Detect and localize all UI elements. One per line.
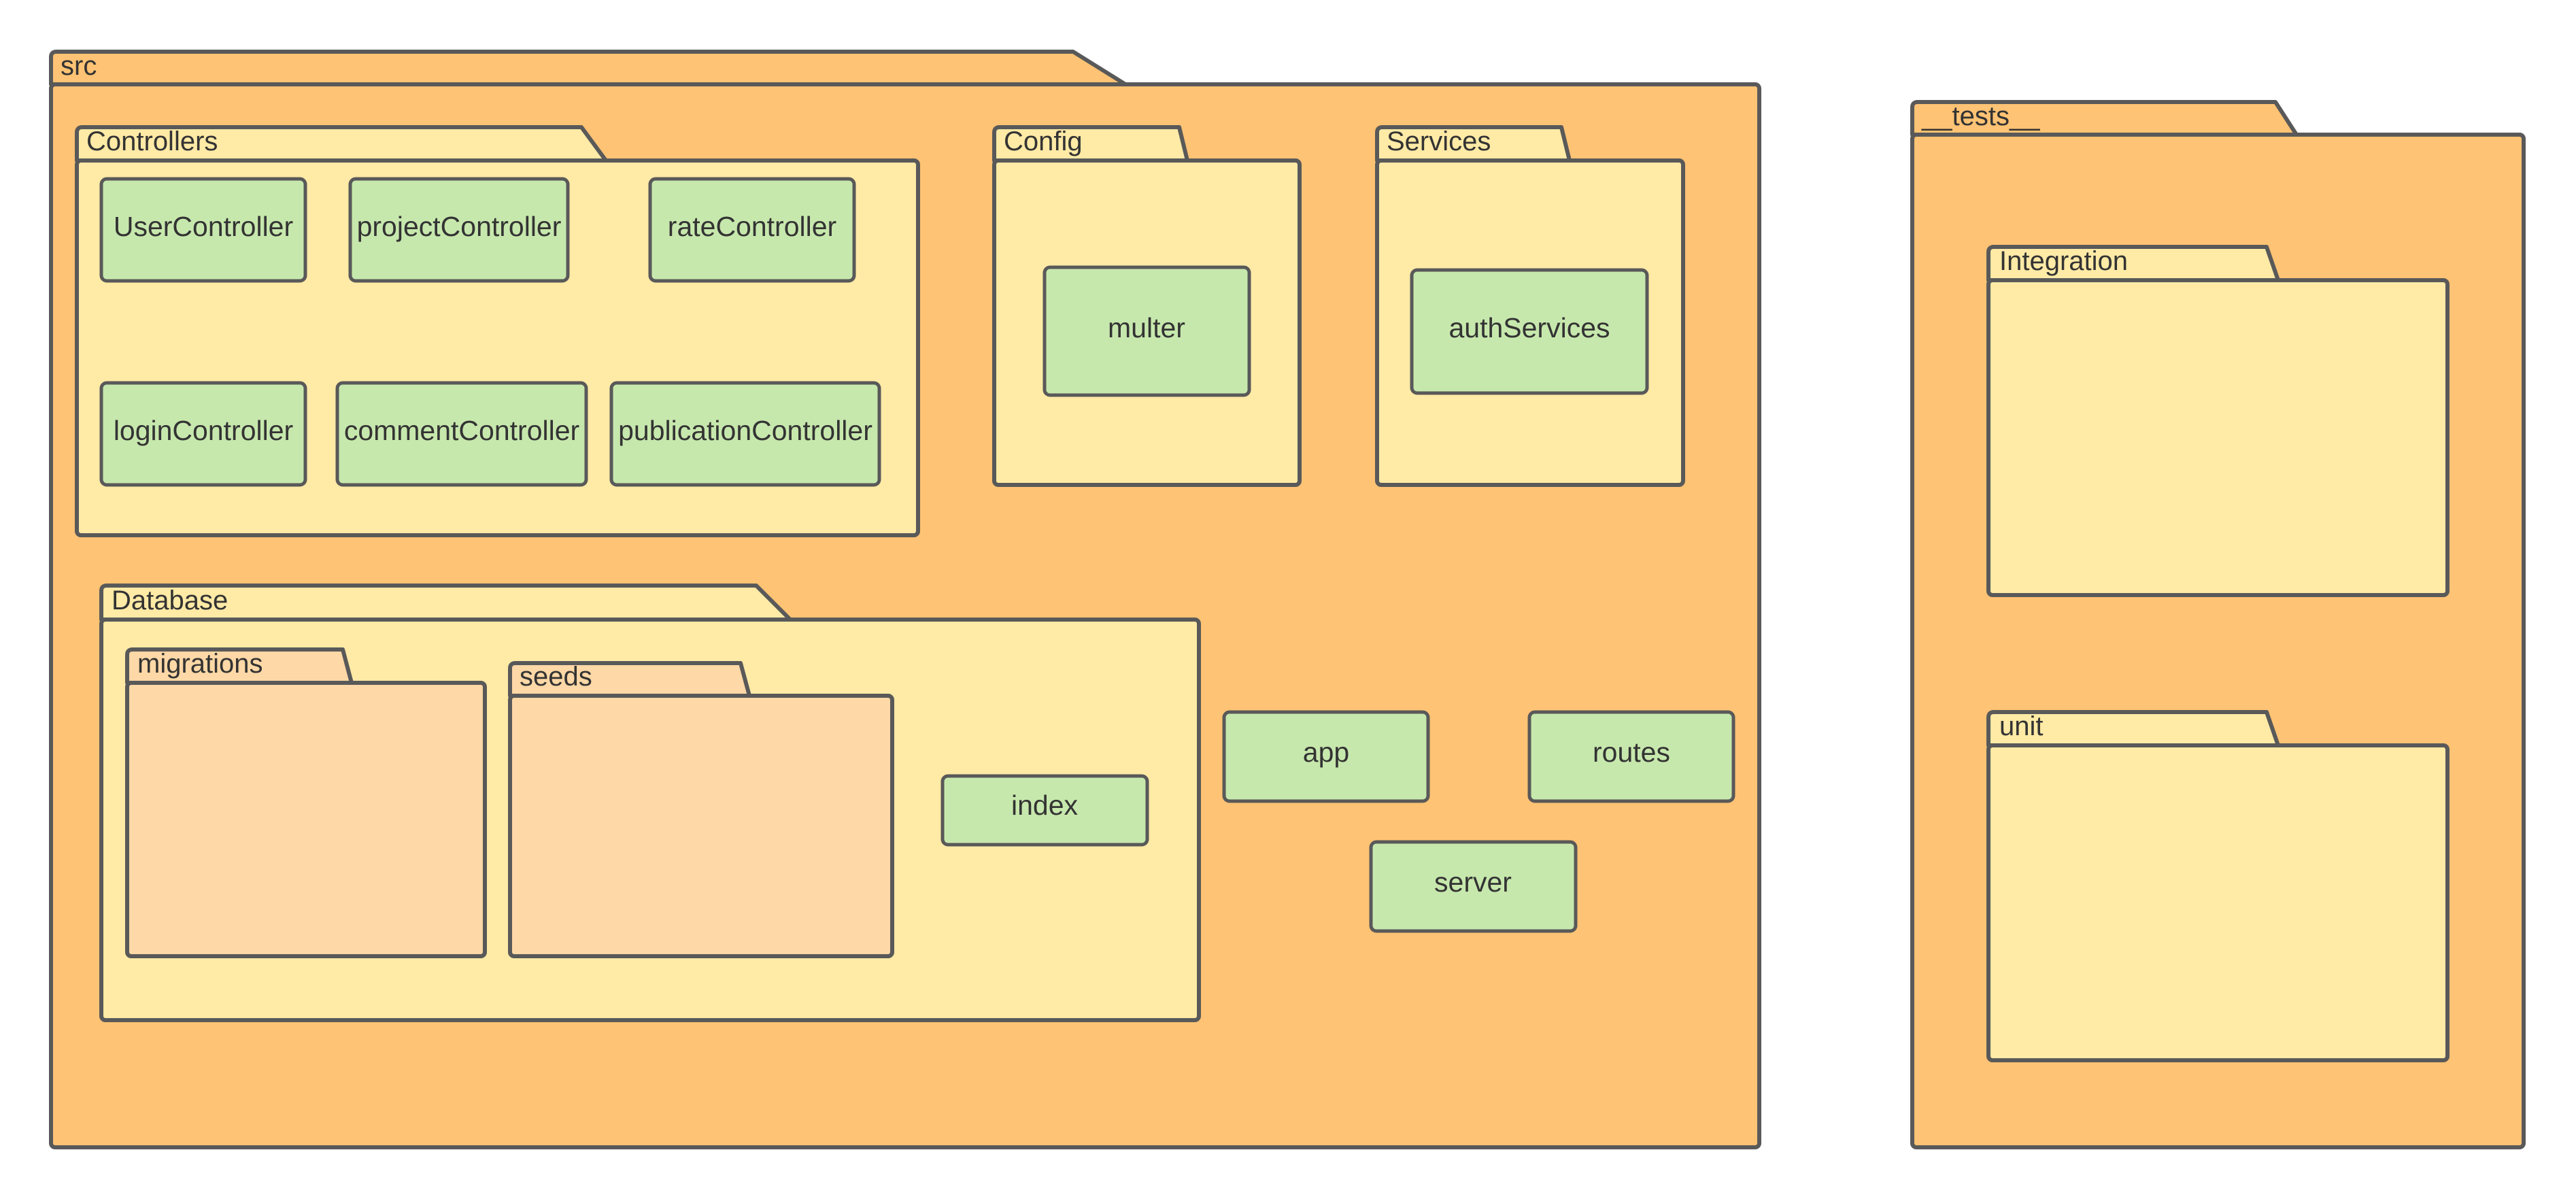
package-controllers-label: Controllers	[86, 126, 218, 156]
package-database-tab	[99, 584, 792, 622]
component-index: index	[940, 774, 1149, 847]
package-unit: unit	[1986, 710, 2450, 1062]
component-multer: multer	[1043, 265, 1251, 397]
component-comment-controller: commentController	[335, 381, 588, 487]
package-migrations: migrations	[125, 647, 487, 958]
package-controllers-tab	[75, 125, 608, 163]
package-services: Services authServices	[1375, 125, 1685, 487]
component-user-controller: UserController	[99, 177, 307, 283]
component-project-controller: projectController	[348, 177, 570, 283]
package-src-label: src	[61, 51, 97, 81]
package-seeds-label: seeds	[520, 662, 592, 692]
package-tests: __tests__ Integration unit	[1910, 100, 2526, 1149]
component-label: routes	[1593, 737, 1670, 768]
component-label: multer	[1108, 312, 1185, 343]
package-integration-tab	[1986, 245, 2280, 282]
component-auth-services: authServices	[1410, 268, 1649, 395]
component-label: UserController	[114, 211, 293, 242]
package-services-label: Services	[1387, 126, 1491, 156]
package-src-tab	[49, 50, 1128, 86]
component-label: publicationController	[618, 415, 872, 446]
package-seeds-tab	[508, 661, 751, 698]
package-tests-label: __tests__	[1921, 101, 2040, 131]
component-server: server	[1369, 840, 1578, 933]
package-integration-body	[1986, 278, 2450, 597]
package-migrations-label: migrations	[137, 649, 263, 679]
component-routes: routes	[1527, 710, 1735, 803]
package-database-label: Database	[112, 586, 228, 615]
component-label: index	[1011, 790, 1079, 821]
component-label: rateController	[668, 211, 836, 242]
component-app: app	[1222, 710, 1430, 803]
component-publication-controller: publicationController	[609, 381, 881, 487]
component-label: server	[1434, 866, 1512, 898]
package-integration-label: Integration	[1999, 246, 2128, 276]
component-label: commentController	[344, 415, 579, 446]
package-seeds: seeds	[508, 661, 894, 958]
package-config-tab	[992, 125, 1189, 163]
package-migrations-tab	[125, 647, 354, 685]
package-integration: Integration	[1986, 245, 2450, 597]
component-label: loginController	[114, 415, 293, 446]
package-seeds-body	[508, 694, 894, 958]
package-database: Database migrations seeds index	[99, 584, 1201, 1022]
component-label: projectController	[357, 211, 562, 242]
package-tests-tab	[1910, 100, 2299, 137]
package-migrations-body	[125, 681, 487, 958]
package-config-label: Config	[1004, 126, 1083, 156]
component-rate-controller: rateController	[648, 177, 856, 283]
component-login-controller: loginController	[99, 381, 307, 487]
package-services-tab	[1375, 125, 1572, 163]
package-unit-tab	[1986, 710, 2280, 747]
package-controllers: Controllers UserController projectContro…	[75, 125, 920, 537]
component-label: authServices	[1448, 312, 1610, 343]
package-unit-body	[1986, 743, 2450, 1062]
component-label: app	[1303, 737, 1349, 768]
package-unit-label: unit	[1999, 711, 2044, 741]
package-config: Config multer	[992, 125, 1302, 487]
